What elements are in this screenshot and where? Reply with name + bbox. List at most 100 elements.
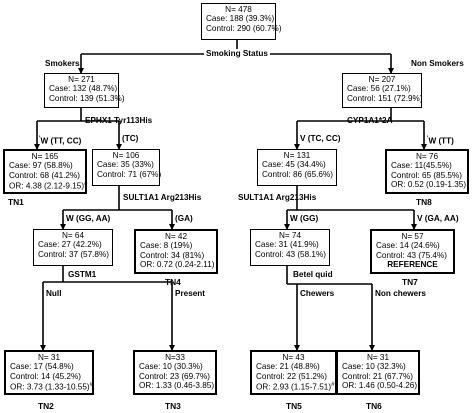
node-tn5-case: Case: 21 (48.8%) [256,362,320,372]
node-tn3-control: Control: 23 (69.7%) [139,371,210,381]
node-tn1-n: N= 165 [31,152,59,161]
node-tn2-or: OR: 3.73 (1.33-10.55) [10,382,90,392]
node-tn4-case: Case: 8 (19%) [140,241,193,251]
node-tn5-or-row: OR: 2.93 (1.15-7.51)# [252,381,335,392]
node-smokers: N= 271 Case: 132 (48.7%) Control: 139 (5… [44,73,125,108]
terminal-tn1: TN1 [8,197,24,207]
branch-chewers: Chewers [300,289,335,298]
branch-w-tt-cc: 'W (TT, CC) [39,134,81,147]
node-tn8-or: OR: 0.52 (0.19-1.35) [391,180,467,190]
node-w-gg-aa-control: Control: 37 (57.8%) [38,249,109,259]
node-root-n: N= 478 [225,5,252,14]
node-tn6-n: N= 31 [366,353,390,362]
node-v-tc-cc-n: N= 131 [283,151,311,160]
node-tn8: N= 76 Case: 11(45.5%) Control: 65 (85.5%… [385,149,469,194]
node-tn4-control: Control: 34 (81%) [140,250,205,260]
terminal-tn7: TN7 [402,277,418,287]
node-tn2-n: N= 31 [37,353,61,362]
node-smokers-n: N= 271 [68,75,95,84]
branch-w-gg-aa: W (GG, AA) [66,214,111,223]
node-tn3-n: N=33 [165,353,185,362]
node-tn2-control: Control: 14 (45.2%) [10,371,81,381]
node-tc-n: N= 106 [112,151,140,160]
node-nonsmokers-n: N= 207 [368,75,396,84]
node-tn5-n: N= 43 [282,353,305,362]
branch-nonchewers: Non chewers [375,289,426,298]
node-w-gg-aa-n: N= 64 [61,231,85,240]
node-tn2-case: Case: 17 (54.8%) [10,362,74,372]
node-tn1: N= 165 Case: 97 (58.8%) Control: 68 (41.… [3,149,87,194]
node-tn1-case: Case: 97 (58.8%) [9,161,73,171]
terminal-tn4: TN4 [165,277,181,287]
branch-w-tt-cc-mark: ' [39,136,41,142]
node-tn5-or: OR: 2.93 (1.15-7.51) [256,382,332,392]
branch-present: Present [175,289,206,298]
node-w-gg-case: Case: 31 (41.9%) [255,240,319,250]
node-w-gg-aa: N= 64 Case: 27 (42.2%) Control: 37 (57.8… [33,229,113,266]
node-tn7-n: N= 57 [401,232,424,241]
node-tn4: N= 42 Case: 8 (19%) Control: 34 (81%) OR… [134,229,218,274]
node-nonsmokers-control: Control: 151 (72.9%) [347,93,423,103]
branch-v-ga-aa: V (GA, AA) [417,214,459,223]
node-tn6-case: Case: 10 (32.3%) [342,362,406,372]
node-tn6: N= 31 Case: 10 (32.3%) Control: 21 (67.7… [336,350,420,395]
node-tn2-or-mark: # [89,382,93,389]
node-tn3: N=33 Case: 10 (30.3%) Control: 23 (69.7%… [133,350,217,395]
node-tn4-n: N= 42 [164,232,188,241]
node-tn5: N= 43 Case: 21 (48.8%) Control: 22 (51.2… [250,350,337,395]
node-smokers-control: Control: 139 (51.3%) [49,93,125,103]
node-tn6-control: Control: 21 (67.7%) [342,371,413,381]
branch-w-tt: 'W (TT) [427,134,454,147]
node-tn1-or: OR: 4.38 (2.12-9.15) [9,181,85,191]
node-w-gg-aa-case: Case: 27 (42.2%) [38,240,102,250]
node-tc: N= 106 Case: 35 (33%) Control: 71 (67%) [92,149,162,186]
branch-smokers: Smokers [45,59,80,68]
node-tn2: N= 31 Case: 17 (54.8%) Control: 14 (45.2… [4,350,94,395]
split-smoking: Smoking Status [204,49,270,59]
terminal-tn6: TN6 [366,401,382,411]
node-root-control: Control: 290 (60.7%) [206,23,282,33]
node-tn4-or: OR: 0.72 (0.24-2.11) [140,260,215,270]
node-tn2-or-row: OR: 3.73 (1.33-10.55)# [6,381,93,392]
branch-nonsmokers: Non Smokers [411,59,464,68]
split-sult-right: SULT1A1 Arg213His [238,193,317,202]
node-tn8-n: N= 76 [415,152,439,161]
node-tn1-or-row: OR: 4.38 (2.12-9.15)# [5,180,88,191]
split-sult-left: SULT1A1 Arg213His [123,193,202,202]
node-nonsmokers: N= 207 Case: 56 (27.1%) Control: 151 (72… [342,73,423,108]
node-tn1-control: Control: 68 (41.2%) [9,170,80,180]
node-v-tc-cc: N= 131 Case: 45 (34.4%) Control: 86 (65.… [257,149,337,186]
branch-w-tt-mark: ' [427,136,429,142]
branch-w-tt-cc-label: W (TT, CC) [40,136,82,146]
node-smokers-case: Case: 132 (48.7%) [49,84,118,94]
node-w-gg-n: N= 74 [278,231,302,240]
terminal-tn2: TN2 [38,401,54,411]
split-ephx1: EPHX1 Tyr113His [85,116,153,125]
node-v-tc-cc-case: Case: 45 (34.4%) [262,160,326,170]
split-betel: Betel quid [293,270,333,279]
branch-ga: (GA) [175,214,193,223]
node-w-gg-control: Control: 43 (58.1%) [255,249,326,259]
node-w-gg: N= 74 Case: 31 (41.9%) Control: 43 (58.1… [250,229,330,266]
node-root: N= 478 Case: 188 (39.3%) Control: 290 (6… [201,3,282,40]
node-tn7-case: Case: 14 (24.6%) [376,241,440,251]
node-tn7: N= 57 Case: 14 (24.6%) Control: 43 (75.4… [370,229,455,274]
node-tc-control: Control: 71 (67%) [97,169,162,179]
branch-v-tc-cc: V (TC, CC) [300,134,341,143]
node-root-case: Case: 188 (39.3%) [206,14,275,24]
node-tn3-or: OR: 1.33 (0.46-3.85) [139,381,215,391]
terminal-tn8: TN8 [416,197,432,207]
branch-null: Null [46,289,62,298]
terminal-tn5: TN5 [286,401,302,411]
branch-w-gg: W (GG) [290,214,319,223]
terminal-tn3: TN3 [165,401,181,411]
node-tn7-reference: REFERENCE [387,260,438,270]
split-cyp1a1: CYP1A1*2A [347,116,393,125]
node-tn5-control: Control: 22 (51.2%) [256,371,327,381]
node-tn7-control: Control: 43 (75.4%) [376,250,447,260]
node-tn6-or: OR: 1.46 (0.50-4.26) [342,381,418,391]
split-gstm1: GSTM1 [68,270,97,279]
node-tn3-case: Case: 10 (30.3%) [139,362,203,372]
node-tn1-or-mark: # [84,181,88,188]
